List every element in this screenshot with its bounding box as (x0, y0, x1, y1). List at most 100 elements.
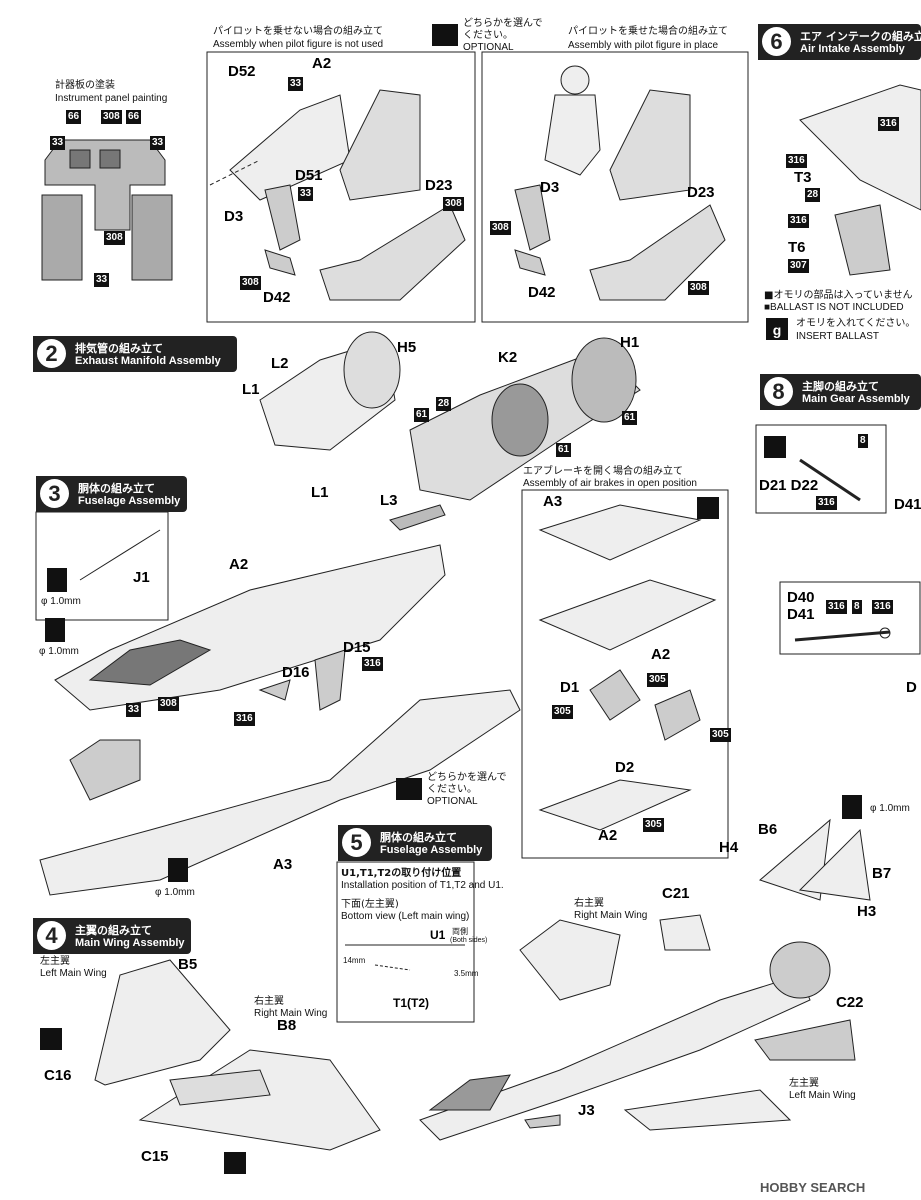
part-D-cut: D (906, 679, 917, 696)
step-8-number: 8 (764, 377, 793, 406)
optional-arrows-icon-2 (396, 778, 422, 800)
color-callout-305d: 305 (643, 818, 664, 832)
right-wing-en-b: Right Main Wing (254, 1008, 328, 1019)
drill-size-3: φ 1.0mm (155, 887, 195, 898)
drill-icon-4 (842, 795, 862, 819)
color-callout-8b: 8 (852, 600, 862, 614)
insert-ballast-en: INSERT BALLAST (796, 331, 879, 342)
no-pilot-title-en: Assembly when pilot figure is not used (213, 39, 384, 50)
part-A2-airbrake: A2 (651, 646, 671, 663)
drill-icon (47, 568, 67, 592)
part-C15: C15 (141, 1148, 169, 1165)
right-wing-en: Right Main Wing (574, 910, 648, 921)
color-callout-8: 8 (858, 434, 868, 448)
step-8-title-jp: 主脚の組み立て (802, 380, 879, 393)
step-2-title-en: Exhaust Manifold Assembly (75, 355, 221, 367)
right-wing-jp-b: 右主翼 (254, 996, 284, 1007)
part-D23: D23 (425, 177, 453, 194)
step-4-title-jp: 主翼の組み立て (75, 924, 152, 937)
bottom-view-jp: 下面(左主翼) (341, 899, 399, 910)
air-intake-drawing (799, 84, 921, 276)
step-5-title-en: Fuselage Assembly (380, 844, 483, 856)
part-H3: H3 (857, 903, 877, 920)
color-callout-61c: 61 (556, 443, 572, 457)
airbrake-drawing (538, 504, 717, 831)
color-callout-316d: 316 (816, 496, 837, 510)
color-callout-61: 61 (622, 411, 638, 425)
watermark: HOBBY SEARCH (760, 1180, 866, 1195)
left-wing-en: Left Main Wing (40, 968, 107, 979)
drill-icon-2 (45, 618, 65, 642)
color-callout-28: 28 (805, 188, 821, 202)
part-T3: T3 (794, 169, 812, 186)
ballast-not-included-jp: ■オモリの部品は入っていません (764, 290, 913, 301)
part-A2: A2 (312, 55, 332, 72)
part-L1-b: L1 (311, 484, 329, 501)
instrument-title-jp: 計器板の塗装 (55, 80, 115, 91)
airbrake-title-jp: エアブレーキを開く場合の組み立て (523, 466, 683, 477)
color-callout-33f: 33 (126, 703, 142, 717)
part-A3-airbrake: A3 (543, 493, 563, 510)
part-D51: D51 (295, 167, 323, 184)
color-callout-61b: 61 (414, 408, 430, 422)
part-D2: D2 (615, 759, 635, 776)
part-D3-b: D3 (540, 179, 560, 196)
part-H5: H5 (397, 339, 417, 356)
left-wing-drawing (94, 959, 381, 1151)
optional-jp-2: どちらかを選んで ください。 (427, 772, 507, 795)
part-D42: D42 (263, 289, 291, 306)
step-2-header: 2 排気管の組み立て Exhaust Manifold Assembly (33, 336, 237, 372)
optional-en-2: OPTIONAL (427, 796, 478, 807)
color-callout-33b: 33 (150, 136, 166, 150)
with-pilot-title-en: Assembly with pilot figure in place (568, 40, 719, 51)
part-D41-b: D41 (787, 606, 815, 623)
step-4-number: 4 (37, 921, 66, 950)
part-T6: T6 (788, 239, 806, 256)
final-assembly-drawing (419, 818, 871, 1141)
part-C16: C16 (44, 1067, 72, 1084)
optional-jp: どちらかを選んで ください。 (463, 18, 543, 41)
step-3-title-en: Fuselage Assembly (78, 495, 181, 507)
step-5-header: 5 胴体の組み立て Fuselage Assembly (338, 825, 492, 861)
part-J1: J1 (133, 569, 150, 586)
color-callout-308: 308 (101, 110, 122, 124)
color-callout-66: 66 (66, 110, 82, 124)
color-callout-33d: 33 (288, 77, 304, 91)
seat-with-pilot-drawing (514, 65, 726, 301)
color-callout-33e: 33 (298, 187, 314, 201)
part-L1: L1 (242, 381, 260, 398)
step-6-header: 6 エア インテークの組み立 Air Intake Assembly (758, 24, 921, 60)
airbrake-title-en: Assembly of air brakes in open position (523, 478, 697, 489)
u1-title-en: Installation position of T1,T2 and U1. (341, 880, 504, 891)
drill-icon-3 (168, 858, 188, 882)
color-callout-28b: 28 (436, 397, 452, 411)
color-callout-316f: 316 (872, 600, 893, 614)
part-D42-b: D42 (528, 284, 556, 301)
color-callout-316h: 316 (234, 712, 255, 726)
glue-icon-4 (224, 1152, 246, 1174)
drill-size-2: φ 1.0mm (39, 646, 79, 657)
left-wing-en-b: Left Main Wing (789, 1090, 856, 1101)
color-callout-66b: 66 (126, 110, 142, 124)
step-6-number: 6 (762, 27, 791, 56)
part-D41: D41 (894, 496, 921, 513)
drill-size-1: φ 1.0mm (41, 596, 81, 607)
part-D23-b: D23 (687, 184, 715, 201)
color-callout-316e: 316 (826, 600, 847, 614)
color-callout-316c: 316 (788, 214, 809, 228)
part-D3: D3 (224, 208, 244, 225)
ballast-weight-icon: g (766, 318, 788, 340)
color-callout-33: 33 (50, 136, 66, 150)
step-4-title-en: Main Wing Assembly (75, 937, 185, 949)
step-2-title-jp: 排気管の組み立て (75, 342, 163, 355)
u1-both-jp: 両側 (452, 927, 468, 936)
color-callout-33c: 33 (94, 273, 110, 287)
fuselage-drawing (39, 544, 521, 896)
no-pilot-title-jp: パイロットを乗せない場合の組み立て (213, 26, 383, 37)
dimension-3-5mm: 3.5mm (454, 969, 479, 978)
part-D40: D40 (787, 589, 815, 606)
color-callout-308g: 308 (158, 697, 179, 711)
color-callout-308e: 308 (490, 221, 511, 235)
part-C21: C21 (662, 885, 690, 902)
color-callout-308d: 308 (240, 276, 261, 290)
